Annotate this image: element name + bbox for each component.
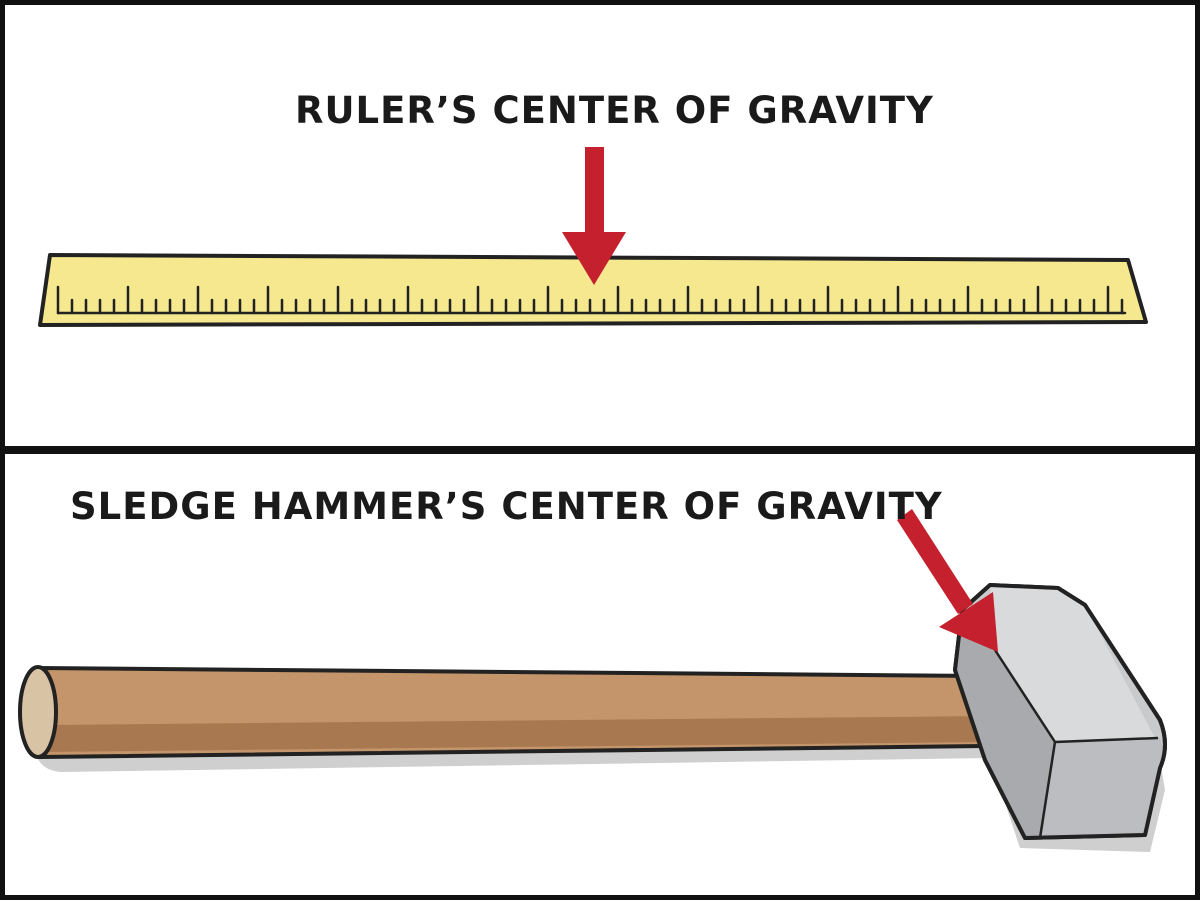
panel-divider [0,446,1200,454]
ruler-caption: RULER’S CENTER OF GRAVITY [295,89,934,132]
hammer-handle [18,665,1002,759]
ruler-illustration [38,147,1148,327]
hammer-center-of-gravity-arrow [897,509,998,652]
ruler-tick-marks [56,285,1127,315]
ruler-center-of-gravity-arrow [562,147,626,285]
hammer-head [953,583,1167,840]
hammer-caption: SLEDGE HAMMER’S CENTER OF GRAVITY [70,485,943,528]
